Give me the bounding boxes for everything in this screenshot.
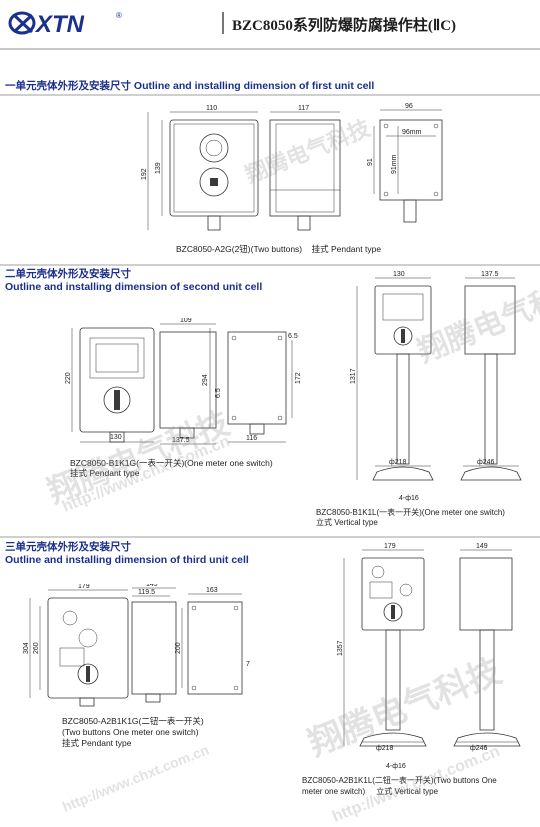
svg-text:117: 117: [298, 105, 309, 112]
section2-pendant-caption-model: BZC8050-B1K1G(一表一开关)(One meter one switc…: [70, 458, 273, 468]
section1-heading: 一单元壳体外形及安装尺寸 Outline and installing dime…: [5, 80, 375, 92]
section2-pendant-caption-type: 挂式 Pendant type: [70, 468, 140, 478]
svg-text:260: 260: [33, 642, 40, 654]
section3-vertical-caption-model: BZC8050-A2B1K1L(二钮一表一开关)(Two buttons One: [302, 776, 497, 785]
svg-text:149: 149: [146, 584, 158, 588]
svg-text:96mm: 96mm: [402, 129, 422, 136]
section3-pendant-caption-model: BZC8050-A2B1K1G(二钮一表一开关): [62, 716, 204, 726]
header-rule: [0, 48, 540, 50]
watermark-url: http://www.chxt.com.cn: [60, 741, 212, 815]
svg-text:6.5: 6.5: [215, 388, 222, 398]
logo-text: XTN: [34, 11, 85, 38]
svg-text:179: 179: [78, 584, 90, 590]
svg-text:®: ®: [116, 11, 122, 20]
svg-text:130: 130: [393, 271, 405, 278]
section3-vertical-caption-desc: meter one switch) 立式 Vertical type: [302, 787, 439, 796]
svg-text:ф218: ф218: [389, 459, 407, 466]
svg-text:119.5: 119.5: [138, 589, 155, 596]
section2-heading-en: Outline and installing dimension of seco…: [5, 281, 263, 293]
section3-heading-en: Outline and installing dimension of thir…: [5, 554, 249, 566]
svg-text:ф218: ф218: [376, 745, 394, 752]
svg-text:139: 139: [155, 162, 162, 174]
svg-text:149: 149: [476, 543, 488, 550]
section3-vertical-drawing: 179 1357 ф218 4-ф16 149 ф246: [337, 543, 521, 770]
svg-text:1317: 1317: [350, 368, 357, 384]
svg-text:4-ф16: 4-ф16: [399, 495, 419, 502]
svg-text:116: 116: [246, 435, 257, 442]
svg-text:163: 163: [206, 587, 218, 594]
svg-text:7: 7: [246, 661, 250, 668]
section3-rule: [0, 536, 540, 538]
section1-rule: [0, 94, 540, 96]
svg-text:1357: 1357: [337, 640, 344, 656]
svg-text:304: 304: [23, 642, 30, 654]
section2-heading-cn: 二单元壳体外形及安装尺寸: [5, 268, 131, 280]
header-divider: [222, 12, 224, 34]
section3-heading-cn: 三单元壳体外形及安装尺寸: [5, 541, 131, 553]
svg-text:6.5: 6.5: [288, 333, 298, 340]
section2-rule: [0, 264, 540, 266]
section2-vertical-drawing: 130 1317 ф218 4-ф16 137.5 ф246: [350, 271, 522, 502]
svg-text:220: 220: [65, 372, 72, 384]
section1-caption: BZC8050-A2G(2钮)(Two buttons) 挂式 Pendant …: [176, 244, 382, 254]
svg-text:109: 109: [180, 318, 192, 324]
svg-text:ф246: ф246: [470, 745, 488, 752]
svg-text:172: 172: [295, 372, 302, 384]
svg-text:192: 192: [141, 168, 148, 180]
svg-text:137.5: 137.5: [172, 437, 190, 444]
section3-pendant-caption-type: 挂式 Pendant type: [62, 738, 132, 748]
page-title: BZC8050系列防爆防腐操作柱(ⅡC): [232, 18, 457, 34]
svg-text:4-ф16: 4-ф16: [386, 763, 406, 770]
svg-text:91mm: 91mm: [391, 154, 398, 174]
svg-text:179: 179: [384, 543, 396, 550]
section2-pendant-drawing: 220 130 109 294 137.5 6.5 172 6.5 116: [65, 318, 302, 445]
section3-pendant-caption-desc: (Two buttons One meter one switch): [62, 727, 199, 737]
section1-drawing: 110 139 192 117 96 96mm 91 91mm: [141, 103, 443, 231]
section2-vertical-caption-model: BZC8050-B1K1L(一表一开关)(One meter one switc…: [316, 508, 505, 517]
svg-text:110: 110: [206, 105, 217, 112]
svg-text:ф246: ф246: [477, 459, 495, 466]
svg-text:200: 200: [175, 642, 182, 654]
company-logo: XTN ®: [8, 8, 128, 38]
section2-vertical-caption-type: 立式 Vertical type: [316, 518, 378, 527]
svg-text:294: 294: [202, 374, 209, 386]
svg-text:91: 91: [367, 158, 374, 166]
svg-text:96: 96: [405, 103, 413, 110]
section3-pendant-drawing: 179 304 260 149 119.5 163 200 7: [23, 584, 250, 707]
svg-text:130: 130: [110, 434, 122, 441]
svg-text:137.5: 137.5: [481, 271, 499, 278]
